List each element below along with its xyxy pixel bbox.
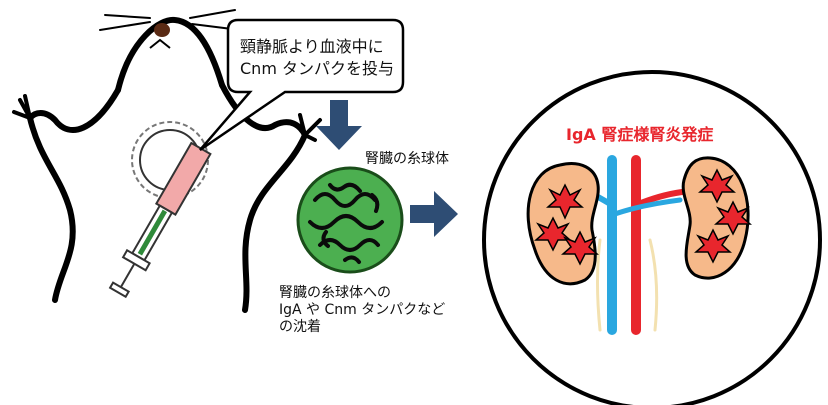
down-arrow-icon bbox=[316, 100, 362, 150]
deposit-line-3: の沈着 bbox=[279, 319, 445, 336]
result-title: IgA 腎症様腎炎発症 bbox=[566, 121, 713, 145]
mouse-nose-icon bbox=[154, 23, 170, 37]
deposit-line-1: 腎臓の糸球体への bbox=[279, 285, 445, 302]
callout-line-2: Cnm タンパクを投与 bbox=[240, 58, 394, 80]
right-arrow-icon bbox=[410, 191, 458, 237]
callout-line-1: 頸静脈より血液中に bbox=[240, 36, 394, 58]
callout-text: 頸静脈より血液中に Cnm タンパクを投与 bbox=[240, 36, 394, 80]
mouse-mouth-icon bbox=[150, 40, 170, 48]
glomerulus-label: 腎臓の糸球体 bbox=[365, 148, 449, 168]
deposit-description: 腎臓の糸球体への IgA や Cnm タンパクなど の沈着 bbox=[279, 285, 445, 336]
deposit-line-2: IgA や Cnm タンパクなど bbox=[279, 302, 445, 319]
glomerulus-icon bbox=[298, 168, 402, 272]
